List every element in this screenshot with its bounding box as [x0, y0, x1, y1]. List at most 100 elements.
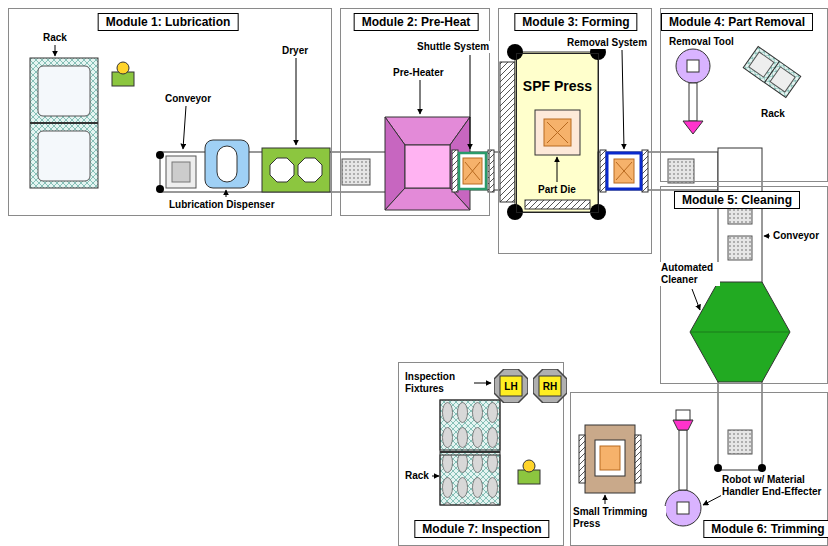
octagon-outline [533, 369, 567, 403]
rack [30, 58, 98, 188]
removal-tool [689, 83, 697, 121]
dryer [262, 148, 330, 192]
leader-line [432, 476, 439, 477]
part-label: Inspection Fixtures [404, 371, 474, 395]
part-label: Conveyor [772, 230, 820, 242]
leader-line [622, 50, 624, 149]
conveyor [172, 162, 190, 182]
part-label: Conveyor [164, 93, 212, 105]
module-title: Module 1: Lubrication [98, 13, 239, 31]
removal-system [668, 159, 694, 183]
removal-tool [683, 121, 703, 134]
conveyor [728, 236, 752, 260]
removal-tool [676, 49, 710, 83]
automated-cleaner [690, 282, 790, 382]
leader-line [605, 495, 606, 504]
lubrication-dispenser [217, 146, 237, 182]
module-title: Module 4: Part Removal [661, 13, 813, 31]
leader-line [692, 289, 700, 310]
removal-system [616, 162, 632, 180]
leader-line [183, 106, 186, 149]
module-title: Module 7: Inspection [414, 520, 549, 538]
part-label: Rack [760, 108, 786, 120]
operator-symbol [112, 62, 134, 86]
part-label: Rack [42, 32, 68, 44]
conveyor [342, 159, 370, 185]
part-label: Lubrication Dispenser [168, 199, 276, 211]
rack [749, 52, 774, 77]
trimming-press [600, 446, 620, 470]
robot [665, 410, 701, 526]
trimming-press [585, 425, 635, 493]
octagon-outline [494, 369, 528, 403]
module-title: Module 6: Trimming [703, 520, 828, 538]
leader-line [296, 58, 297, 145]
pre-heater [385, 117, 470, 210]
leader-line [55, 45, 56, 56]
removal-system [642, 150, 648, 192]
shuttle-system [463, 158, 482, 184]
shuttle-system [459, 153, 486, 189]
conveyor [156, 185, 164, 193]
fixture-name: LH [504, 381, 517, 392]
fixture-octagon: LH [494, 369, 528, 403]
spf-press [525, 200, 590, 209]
part-die [544, 119, 571, 146]
trimming-press [579, 425, 641, 493]
part-die [535, 110, 580, 155]
leader-line [764, 236, 770, 237]
conveyor [714, 464, 722, 472]
part-label: Removal Tool [668, 36, 735, 48]
module-panel: Module 2: Pre-Heat [340, 8, 490, 216]
fixture-plate [500, 376, 522, 396]
spf-press [515, 52, 598, 212]
lubrication-dispenser [205, 140, 249, 188]
robot [673, 420, 693, 430]
automated-cleaner [690, 332, 790, 333]
leader-line [474, 383, 491, 384]
dryer [270, 158, 294, 182]
spf-press [500, 62, 515, 202]
spf-press [590, 204, 606, 220]
removal-tool [687, 60, 699, 72]
robot [665, 490, 701, 526]
leader-line [226, 190, 227, 197]
removal-system [600, 150, 606, 192]
module-title: Module 2: Pre-Heat [354, 13, 479, 31]
fixture-plate [539, 376, 561, 396]
trimming-press [579, 435, 585, 483]
conveyor [758, 464, 766, 472]
fixture-octagon: RH [533, 369, 567, 403]
removal-system [607, 153, 641, 189]
operator-symbol [518, 460, 540, 484]
rack [30, 58, 98, 188]
part-label: Automated Cleaner [660, 262, 720, 286]
conveyor [166, 156, 196, 188]
shuttle-system [452, 150, 458, 192]
dryer [262, 148, 330, 192]
part-label: Robot w/ Material Handler End-Effecter [721, 474, 825, 498]
spf-press [500, 44, 606, 220]
module-panel: Module 4: Part Removal [660, 8, 828, 182]
rack [30, 122, 98, 124]
lubrication-dispenser [205, 140, 249, 188]
part-die [547, 122, 568, 143]
part-label: Shuttle System [416, 41, 490, 53]
part-label: Part Die [537, 184, 577, 196]
rack [770, 67, 795, 92]
rack [440, 455, 500, 505]
leader-line [557, 157, 558, 182]
robot [676, 410, 690, 420]
trimming-press [635, 435, 641, 483]
spf-press [507, 204, 523, 220]
part-label: Removal System [566, 37, 648, 49]
robot [679, 430, 687, 490]
rack [38, 131, 90, 181]
operator-symbol [523, 460, 535, 472]
rack [440, 400, 500, 505]
spf-press [507, 44, 523, 60]
conveyor [156, 151, 164, 159]
module-title: Module 5: Cleaning [674, 191, 800, 209]
removal-system [598, 152, 718, 190]
press-name: SPF Press [517, 78, 598, 94]
